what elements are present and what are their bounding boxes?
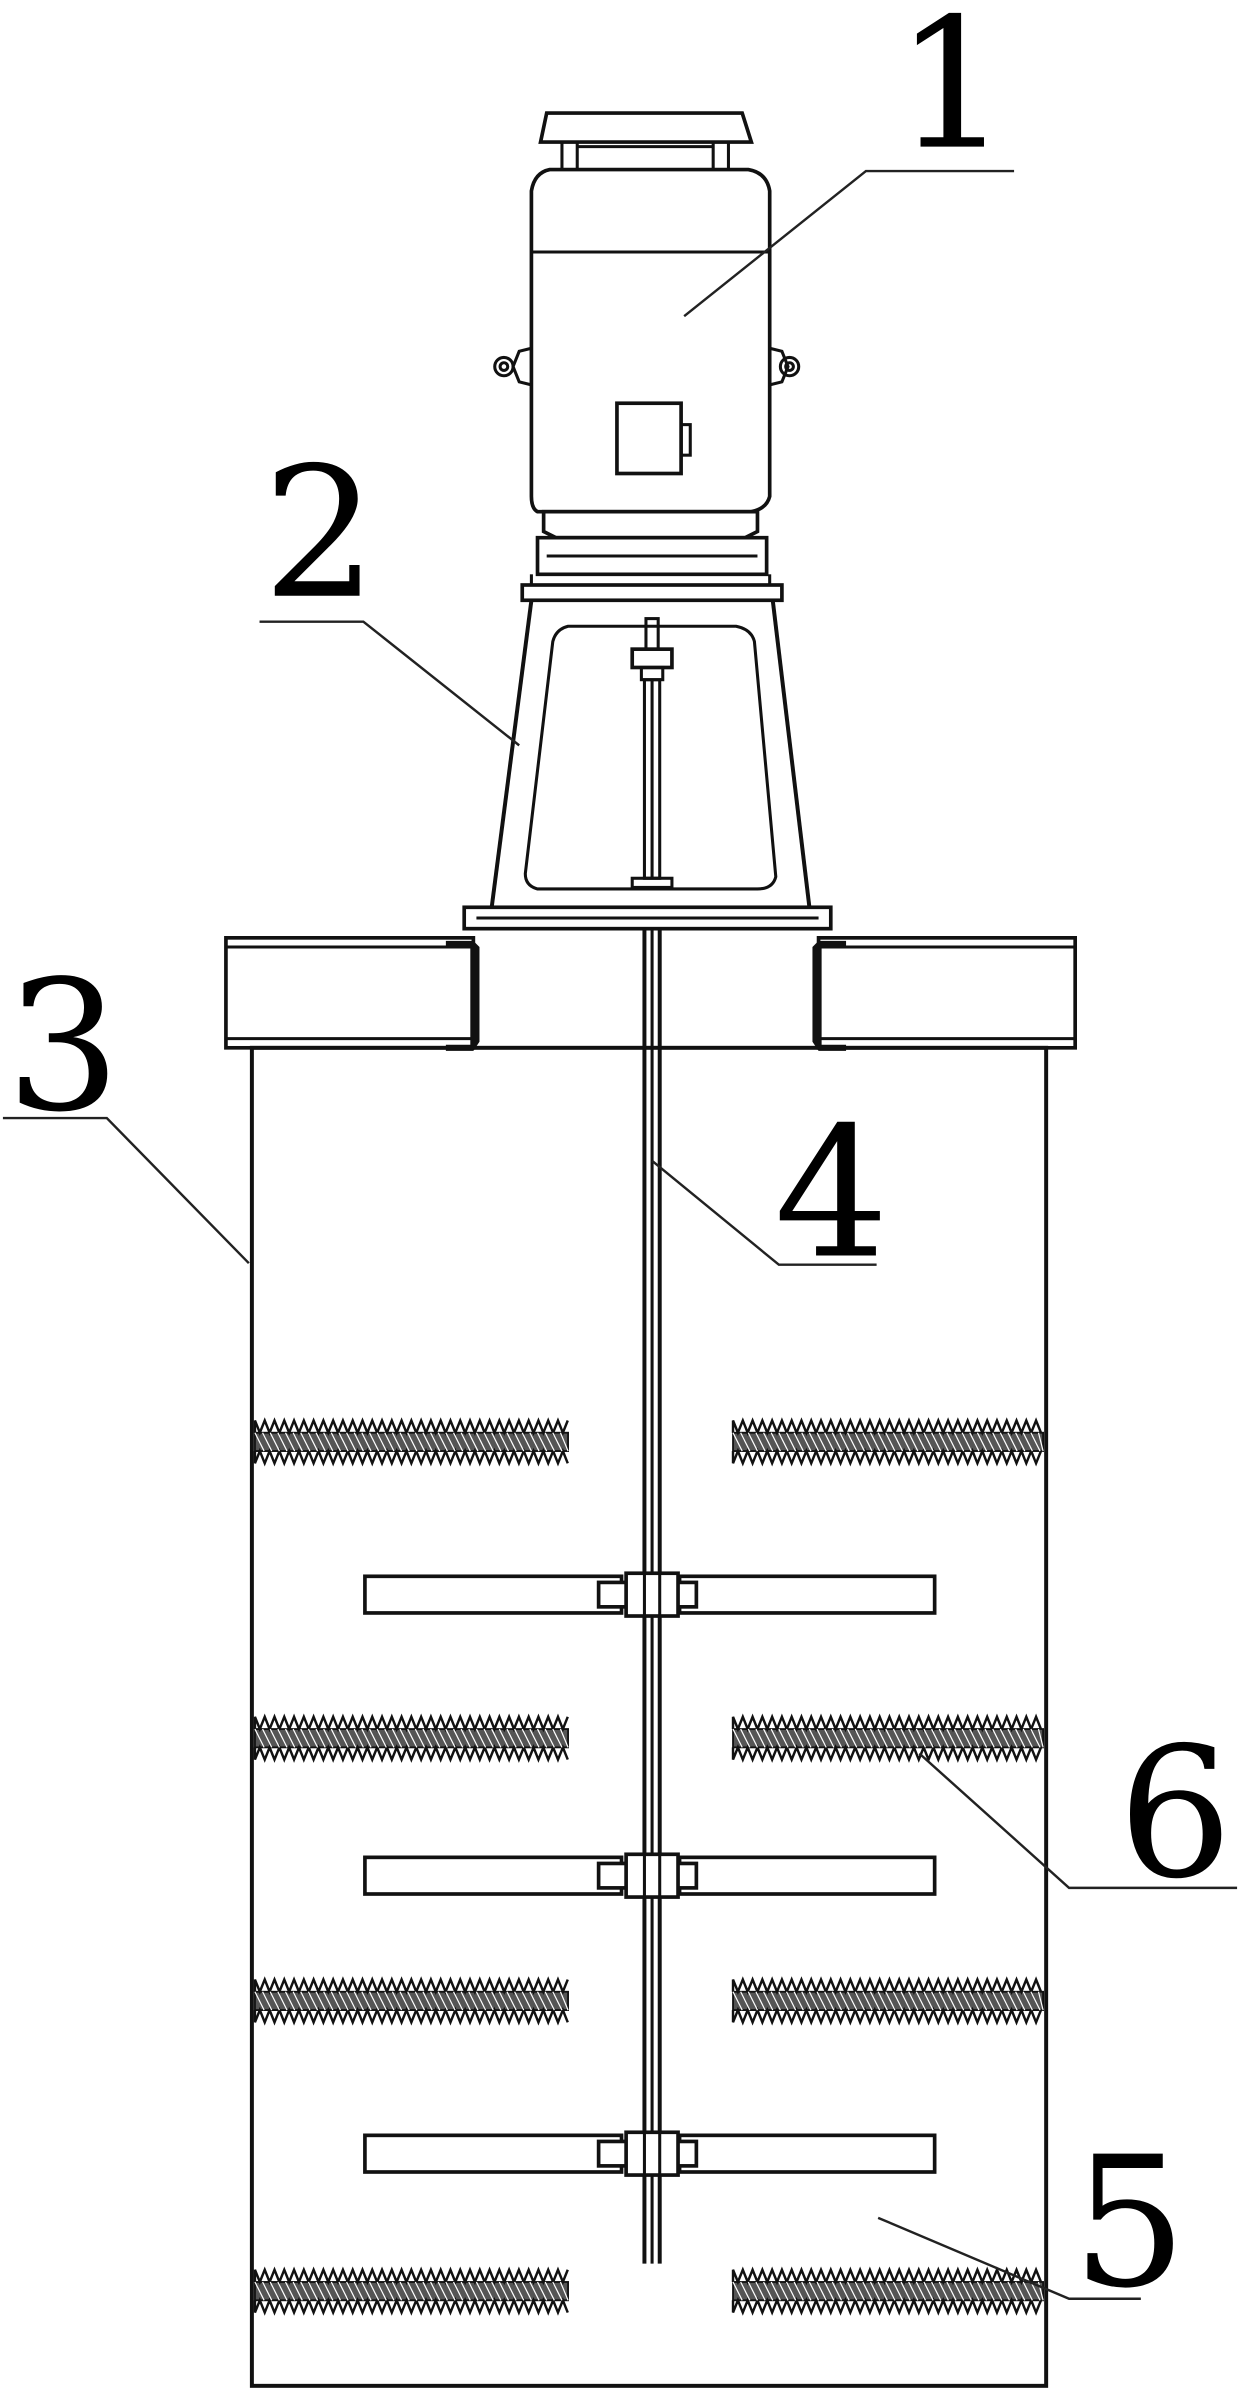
top-beams (224, 936, 1078, 1051)
serrated-rings (253, 1417, 1045, 2316)
paddles (363, 1571, 937, 2177)
paddle-assembly (363, 2130, 937, 2177)
serrated-ring-pair (253, 1713, 1045, 1763)
motor-frame (462, 600, 833, 931)
serrated-ring-pair (253, 1976, 1045, 2026)
motor (493, 111, 801, 603)
label-frame: 2 (263, 429, 378, 639)
paddle-assembly (363, 1571, 937, 1618)
tank (249, 1045, 1049, 2388)
label-tank: 3 (6, 942, 121, 1152)
label-serrated-ring: 6 (1118, 1709, 1233, 1919)
paddle-assembly (363, 1852, 937, 1899)
label-motor: 1 (895, 0, 1010, 190)
label-shaft: 4 (774, 1089, 889, 1299)
leader-lines (2, 169, 1238, 2300)
serrated-ring-pair (253, 1417, 1045, 1467)
label-paddle: 5 (1072, 2118, 1187, 2328)
serrated-ring-pair (253, 2266, 1045, 2316)
